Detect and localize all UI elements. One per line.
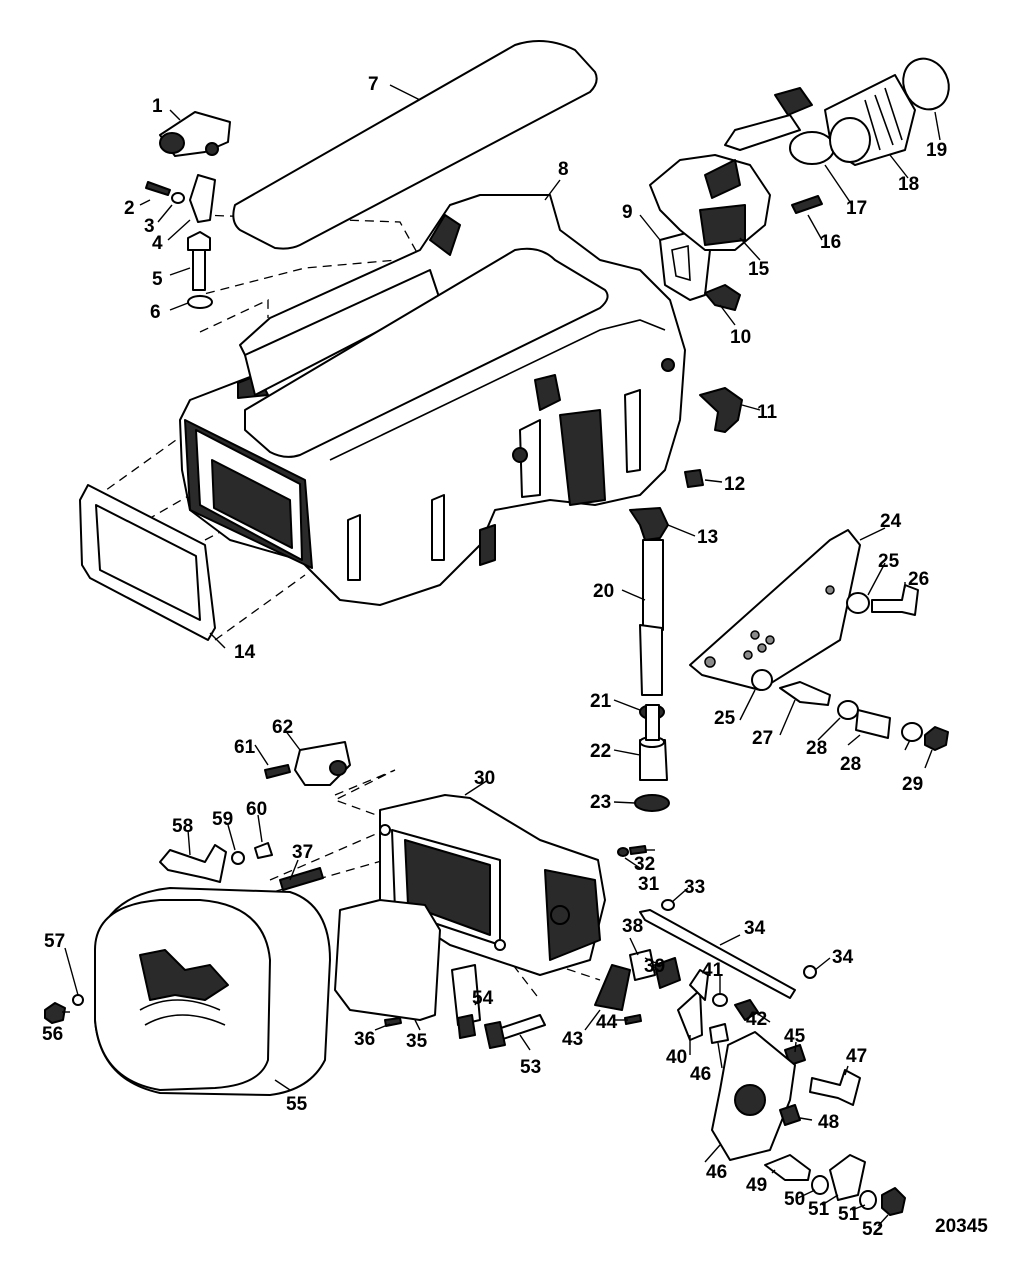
callout-label: 25 — [714, 708, 736, 729]
callout-label: 16 — [820, 232, 841, 253]
callout-label: 8 — [558, 159, 569, 180]
callout-label: 15 — [748, 259, 770, 280]
callout-label: 26 — [908, 569, 929, 590]
gasket-14 — [79, 484, 216, 641]
callout-label: 37 — [292, 842, 313, 863]
callout-label: 17 — [846, 198, 867, 219]
callout-label: 41 — [702, 960, 724, 981]
callout-label: 38 — [622, 916, 643, 937]
callout-label: 46 — [706, 1162, 727, 1183]
callout-label: 7 — [368, 74, 379, 95]
callout-label: 31 — [638, 874, 660, 895]
callout-label: 55 — [286, 1094, 308, 1115]
callout-label: 12 — [724, 474, 745, 495]
callout-label: 9 — [622, 202, 633, 223]
parts-artwork — [44, 40, 950, 1227]
callout-label: 32 — [634, 854, 655, 875]
reference-number: 20345 — [935, 1216, 988, 1237]
callout-label: 60 — [246, 799, 267, 820]
callout-label: 45 — [784, 1026, 806, 1047]
callout-label: 61 — [234, 737, 256, 758]
callout-label: 28 — [840, 754, 861, 775]
callout-label: 58 — [172, 816, 193, 837]
callout-label: 3 — [144, 216, 155, 237]
callout-label: 34 — [832, 947, 854, 968]
bracket-24 — [689, 529, 861, 691]
callout-label: 4 — [152, 233, 163, 254]
callout-label: 40 — [666, 1047, 687, 1068]
callout-label: 6 — [150, 302, 161, 323]
callout-label: 63 — [0, 0, 21, 5]
callout-label: 33 — [684, 877, 705, 898]
callout-label: 2 — [124, 198, 135, 219]
iac-valve-15 — [649, 87, 813, 251]
callout-label: 35 — [406, 1031, 428, 1052]
callout-label: 23 — [590, 792, 611, 813]
callout-label: 5 — [152, 269, 163, 290]
callout-label: 36 — [354, 1029, 375, 1050]
callout-label: 13 — [697, 527, 718, 548]
callout-label: 50 — [784, 1189, 805, 1210]
sensor-1 — [159, 111, 231, 157]
callout-label: 56 — [42, 1024, 63, 1045]
callout-label: 19 — [926, 140, 947, 161]
callout-label: 21 — [590, 691, 612, 712]
callout-label: 51 — [838, 1204, 860, 1225]
callout-label: 1 — [152, 96, 163, 117]
callout-label: 57 — [44, 931, 65, 952]
callout-label: 20 — [593, 581, 614, 602]
callout-label: 46 — [690, 1064, 711, 1085]
intake-manifold-8 — [179, 194, 686, 606]
cover-47 — [711, 1031, 796, 1161]
callout-label: 53 — [520, 1057, 541, 1078]
callout-label: 24 — [880, 511, 902, 532]
callout-label: 29 — [902, 774, 923, 795]
callout-label: 47 — [846, 1046, 867, 1067]
filter-18 — [824, 74, 916, 166]
callout-label: 43 — [562, 1029, 583, 1050]
callout-label: 42 — [746, 1009, 767, 1030]
callout-label: 10 — [730, 327, 751, 348]
callout-label: 59 — [212, 809, 233, 830]
callout-labels: 1 2 3 4 5 6 7 8 9 10 11 12 13 14 15 16 1… — [0, 0, 947, 1240]
callout-label: 39 — [644, 956, 665, 977]
callout-label: 27 — [752, 728, 773, 749]
callout-label: 48 — [818, 1112, 839, 1133]
callout-label: 34 — [744, 918, 766, 939]
callout-label: 28 — [806, 738, 827, 759]
callout-label: 18 — [898, 174, 919, 195]
callout-label: 51 — [808, 1199, 830, 1220]
callout-label: 14 — [234, 642, 256, 663]
callout-label: 49 — [746, 1175, 767, 1196]
callout-label: 52 — [862, 1219, 883, 1240]
callout-label: 11 — [757, 402, 778, 423]
callout-label: 25 — [878, 551, 900, 572]
callout-label: 54 — [472, 988, 494, 1009]
callout-label: 22 — [590, 741, 611, 762]
callout-label: 30 — [474, 768, 495, 789]
callout-label: 62 — [272, 717, 293, 738]
air-filter-56 — [94, 887, 331, 1096]
callout-label: 44 — [596, 1012, 618, 1033]
